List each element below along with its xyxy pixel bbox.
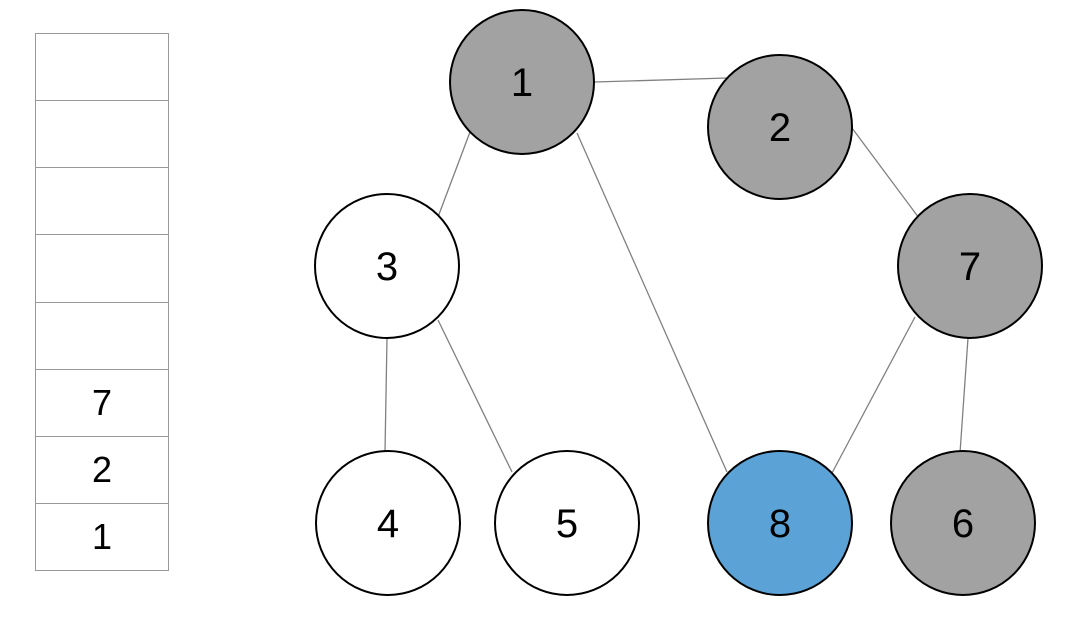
node-label-1: 1 (511, 61, 533, 105)
stack-cell: 2 (36, 437, 168, 504)
node-label-8: 8 (769, 502, 791, 546)
graph-node-4: 4 (315, 450, 461, 596)
graph-node-3: 3 (314, 193, 460, 339)
node-circle-6 (890, 450, 1036, 596)
stack-cell (36, 34, 168, 102)
node-circle-8 (707, 450, 853, 596)
graph-edge-1-8 (576, 132, 728, 473)
node-label-4: 4 (377, 502, 399, 546)
graph-edge-1-2 (594, 77, 728, 83)
node-circle-5 (494, 450, 640, 596)
graph-node-2: 2 (707, 54, 853, 200)
node-label-2: 2 (769, 106, 791, 150)
node-label-7: 7 (959, 245, 981, 289)
stack-cell (36, 101, 168, 169)
node-circle-4 (315, 450, 461, 596)
graph-edge-3-4 (384, 337, 388, 453)
stack-cell: 7 (36, 370, 168, 437)
graph-node-6: 6 (890, 450, 1036, 596)
node-label-3: 3 (376, 245, 398, 289)
graph-node-7: 7 (897, 193, 1043, 339)
stack-cell: 1 (91, 515, 113, 557)
stack-cell (36, 235, 168, 303)
graph-node-8: 8 (707, 450, 853, 596)
graph-edge-2-7 (851, 127, 920, 219)
node-label-5: 5 (556, 502, 578, 546)
graph-edge-3-5 (437, 319, 513, 473)
stack-cell (36, 303, 168, 370)
graph-edge-7-6 (959, 337, 969, 454)
node-circle-3 (314, 193, 460, 339)
graph-node-1: 1 (449, 9, 595, 155)
graph-edge-7-8 (831, 316, 916, 474)
graph-node-5: 5 (494, 450, 640, 596)
node-circle-1 (449, 9, 595, 155)
node-circle-2 (707, 54, 853, 200)
graph-edge-1-3 (437, 131, 471, 218)
stack-cell (36, 168, 168, 236)
node-circle-7 (897, 193, 1043, 339)
node-label-6: 6 (952, 502, 974, 546)
